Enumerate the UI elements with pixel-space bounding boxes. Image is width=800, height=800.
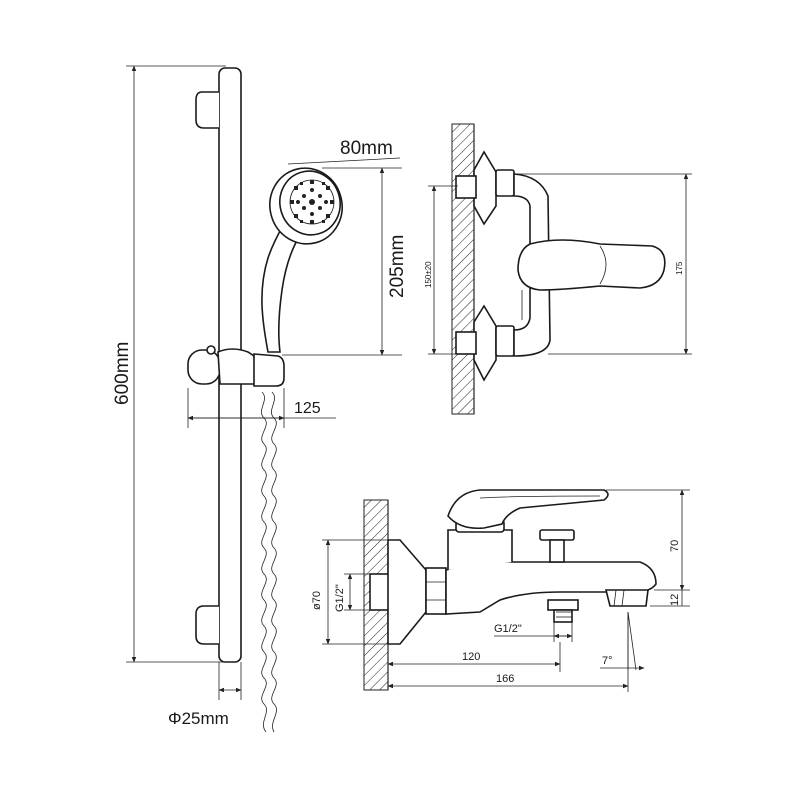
dim-outlet-thread-label: G1/2" (494, 623, 522, 635)
body-nut (425, 567, 447, 615)
dim-spout-height-label: 12 (669, 594, 681, 606)
slider-holder (187, 345, 285, 387)
mixer-handle-top (517, 239, 666, 291)
dim-outlet-thread: G1/2" (494, 622, 573, 642)
dim-angle: 7° (600, 611, 645, 671)
dim-inlet-thread-label: G1/2" (334, 584, 346, 612)
dim-flange-diameter: ø70 (311, 539, 396, 645)
top-bracket (195, 91, 219, 129)
dim-inlet-thread: G1/2" (334, 573, 376, 612)
shower-set-drawing: 600mm 80mm 205mm 125 Φ25mm (112, 65, 408, 733)
dim-head-80: 80mm (287, 138, 401, 165)
dim-height-600-label: 600mm (112, 342, 133, 405)
mixer-top-view: 150±20 175 (424, 123, 692, 415)
dim-handset-205: 205mm (282, 167, 408, 356)
dim-inlet-spacing: 150±20 (424, 185, 458, 355)
spout-aerator (604, 589, 649, 607)
dim-head-80-label: 80mm (340, 138, 393, 159)
eccentric-lower (455, 304, 515, 382)
dim-flange-diameter-label: ø70 (311, 591, 323, 610)
mixer-side-view: ø70 G1/2" G1/2" 120 166 (311, 489, 690, 692)
dim-projection-125: 125 (187, 388, 336, 428)
dim-outlet-offset: 120 (387, 642, 561, 672)
dim-handle-height-label: 70 (669, 540, 681, 552)
wall-flange (387, 539, 427, 645)
hand-shower (261, 167, 343, 353)
eccentric-upper (455, 150, 515, 226)
dim-handset-205-label: 205mm (387, 235, 408, 298)
dim-heights-side: 70 12 (606, 489, 690, 607)
bottom-bracket (195, 605, 219, 645)
mixer-handle-side (447, 489, 609, 530)
dim-height-600: 600mm (112, 65, 226, 663)
dim-projection-125-label: 125 (294, 400, 321, 417)
wall-top-view (451, 123, 475, 415)
dim-top-height: 175 (514, 173, 692, 355)
shower-outlet (547, 599, 579, 623)
dim-rail-25: Φ25mm (168, 662, 242, 728)
shower-hose (261, 391, 277, 733)
dim-rail-25-label: Φ25mm (168, 709, 229, 728)
dim-inlet-spacing-label: 150±20 (424, 261, 433, 288)
diverter-knob (539, 529, 575, 563)
nozzle-pattern (290, 180, 334, 224)
dim-outlet-offset-label: 120 (462, 651, 480, 663)
dim-top-height-label: 175 (675, 261, 684, 275)
dim-total-length-label: 166 (496, 673, 514, 685)
dim-angle-label: 7° (602, 655, 613, 667)
